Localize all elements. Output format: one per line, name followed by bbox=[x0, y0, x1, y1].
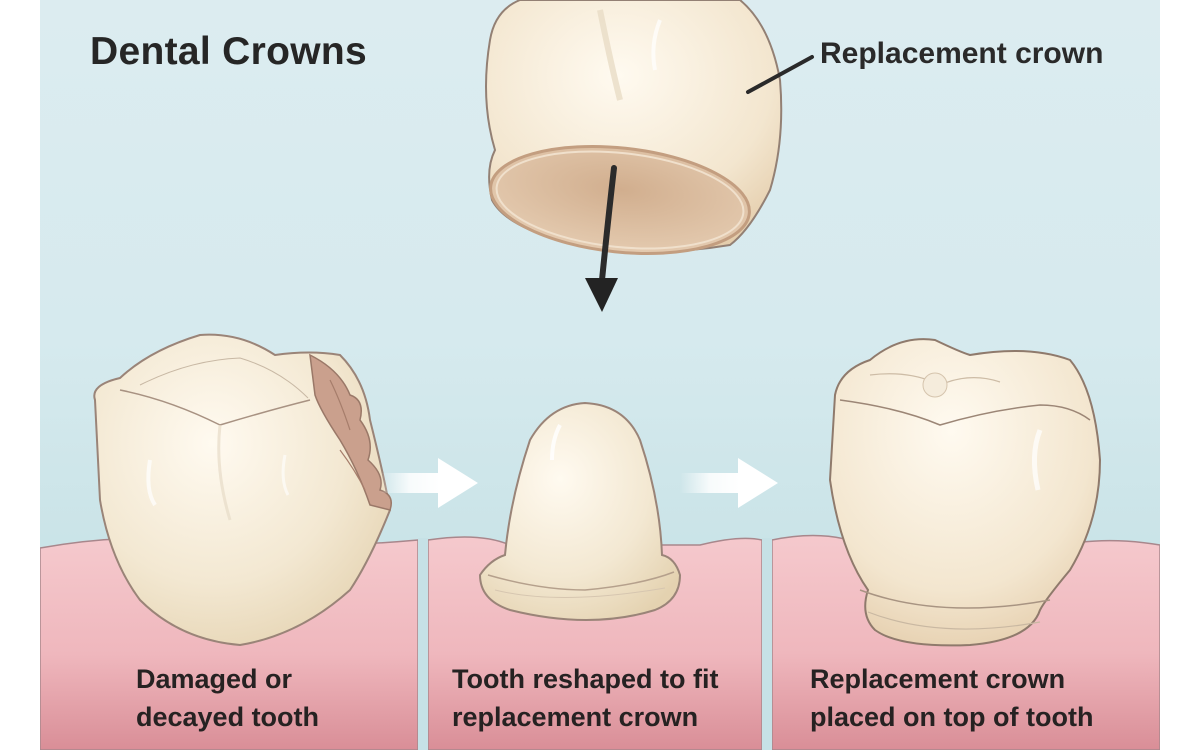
panel-label-crowned: Replacement crown placed on top of tooth bbox=[810, 660, 1093, 736]
panel-label-line: Tooth reshaped to fit bbox=[452, 664, 719, 694]
panel-label-line: Replacement crown bbox=[810, 664, 1066, 694]
damaged-tooth-icon bbox=[93, 333, 392, 647]
panel-divider bbox=[418, 538, 428, 750]
panel-label-line: decayed tooth bbox=[136, 702, 320, 732]
reshaped-tooth-icon bbox=[478, 401, 682, 621]
down-arrow-icon bbox=[585, 165, 618, 312]
panel-label-line: placed on top of tooth bbox=[810, 702, 1094, 732]
panel-label-damaged: Damaged or decayed tooth bbox=[136, 660, 319, 736]
panel-label-reshaped: Tooth reshaped to fit replacement crown bbox=[452, 660, 718, 736]
replacement-crown-callout: Replacement crown bbox=[820, 37, 1104, 70]
panel-divider bbox=[762, 538, 772, 750]
dental-crowns-diagram: Dental Crowns Replacement crown Damaged … bbox=[40, 0, 1160, 750]
replacement-crown-icon bbox=[485, 0, 783, 255]
crowned-tooth-icon bbox=[828, 338, 1102, 647]
right-arrow-icon bbox=[380, 458, 478, 508]
diagram-title: Dental Crowns bbox=[90, 30, 367, 73]
panel-label-line: replacement crown bbox=[452, 702, 699, 732]
illustration bbox=[40, 0, 1160, 750]
callout-leader-line bbox=[746, 55, 814, 94]
panel-label-line: Damaged or bbox=[136, 664, 293, 694]
right-arrow-icon bbox=[680, 458, 778, 508]
